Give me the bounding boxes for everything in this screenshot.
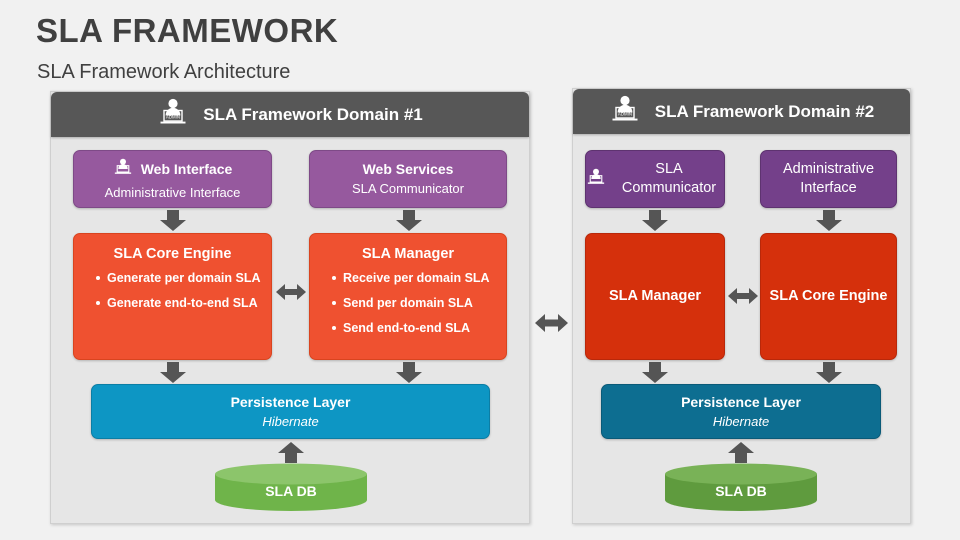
sla-manager-bullets: Receive per domain SLA Send per domain S…	[310, 270, 506, 345]
persistence-layer-title: Persistence Layer	[230, 393, 351, 410]
administrative-interface-box[interactable]: Administrative Interface	[760, 150, 897, 208]
web-interface-title: Web Interface	[140, 161, 233, 178]
page-subtitle: SLA Framework Architecture	[37, 61, 291, 83]
bullet-item: Generate end-to-end SLA	[96, 295, 261, 311]
sla-db-label: SLA DB	[265, 483, 317, 499]
persistence-layer-subtitle: Hibernate	[712, 413, 770, 429]
sla-db-cylinder[interactable]: SLA DB	[663, 463, 819, 511]
domain-2-header: ADMIN SLA Framework Domain #2	[573, 89, 910, 134]
domain-1-panel: ADMIN SLA Framework Domain #1 Web Interf…	[50, 91, 530, 524]
domain-1-header: ADMIN SLA Framework Domain #1	[51, 92, 529, 137]
bullet-item: Send end-to-end SLA	[332, 320, 496, 336]
arrow-core-manager-link	[276, 281, 306, 308]
bullet-item: Generate per domain SLA	[96, 270, 261, 286]
sla-core-engine-title: SLA Core Engine	[769, 288, 888, 305]
arrow-web-services-to-manager	[395, 210, 423, 237]
persistence-layer-box[interactable]: Persistence Layer Hibernate	[91, 384, 490, 439]
sla-manager-box[interactable]: SLA Manager Receive per domain SLA Send …	[309, 233, 507, 360]
user-laptop-icon	[113, 157, 133, 181]
web-services-title: Web Services	[362, 161, 454, 178]
sla-manager-title: SLA Manager	[361, 246, 455, 262]
sla-db-label: SLA DB	[715, 483, 767, 499]
administrative-interface-title: Administrative Interface	[782, 161, 875, 196]
sla-db-cylinder[interactable]: SLA DB	[213, 463, 369, 511]
sla-communicator-title: SLA Communicator	[621, 161, 717, 196]
sla-manager-box[interactable]: SLA Manager	[585, 233, 725, 360]
persistence-layer-title: Persistence Layer	[681, 393, 801, 410]
arrow-core-to-persistence	[159, 362, 187, 389]
arrow-inter-domain-link	[535, 311, 568, 340]
sla-manager-title: SLA Manager	[608, 288, 702, 305]
arrow-communicator-to-manager	[641, 210, 669, 237]
user-laptop-icon	[586, 167, 606, 191]
admin-user-laptop-icon: ADMIN	[609, 93, 641, 130]
web-interface-subtitle: Administrative Interface	[104, 185, 241, 201]
sla-core-engine-bullets: Generate per domain SLA Generate end-to-…	[74, 270, 271, 320]
page-title: SLA FRAMEWORK	[36, 12, 339, 49]
persistence-layer-box[interactable]: Persistence Layer Hibernate	[601, 384, 881, 439]
web-services-subtitle: SLA Communicator	[352, 181, 464, 197]
arrow-web-interface-to-core	[159, 210, 187, 237]
domain-1-title: SLA Framework Domain #1	[203, 104, 423, 124]
arrow-manager-to-persistence	[395, 362, 423, 389]
persistence-layer-subtitle: Hibernate	[262, 413, 319, 429]
bullet-item: Receive per domain SLA	[332, 270, 496, 286]
sla-core-engine-box[interactable]: SLA Core Engine	[760, 233, 897, 360]
svg-text:ADMIN: ADMIN	[618, 111, 632, 116]
bullet-item: Send per domain SLA	[332, 295, 496, 311]
arrow-admin-to-core	[815, 210, 843, 237]
sla-core-engine-title: SLA Core Engine	[113, 246, 232, 262]
web-services-box[interactable]: Web Services SLA Communicator	[309, 150, 507, 208]
web-interface-box[interactable]: Web Interface Administrative Interface	[73, 150, 272, 208]
domain-2-title: SLA Framework Domain #2	[654, 101, 875, 121]
sla-communicator-box[interactable]: SLA Communicator	[585, 150, 725, 208]
sla-core-engine-box[interactable]: SLA Core Engine Generate per domain SLA …	[73, 233, 272, 360]
arrow-db-to-persistence	[727, 442, 755, 469]
arrow-manager-core-link	[728, 285, 758, 312]
arrow-core-to-persistence	[815, 362, 843, 389]
arrow-manager-to-persistence	[641, 362, 669, 389]
arrow-db-to-persistence	[277, 442, 305, 469]
svg-text:ADMIN: ADMIN	[166, 114, 180, 119]
admin-user-laptop-icon: ADMIN	[157, 96, 189, 133]
domain-2-panel: ADMIN SLA Framework Domain #2 SLA Commun…	[572, 88, 911, 524]
